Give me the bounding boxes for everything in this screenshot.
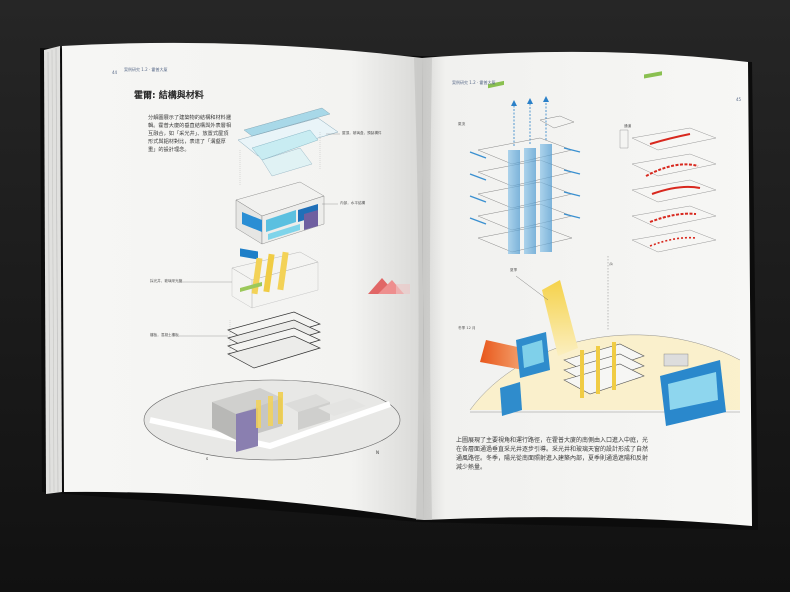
airflow-diagram bbox=[469, 80, 581, 254]
left-page-number: 44 bbox=[112, 70, 118, 75]
sun-path-diagram bbox=[469, 256, 741, 426]
watermark-logo bbox=[368, 278, 410, 294]
left-running-header: 案例研究 1.2 · 霍普大厦 bbox=[124, 67, 168, 72]
svg-text:s: s bbox=[206, 456, 208, 461]
left-page-body: 分解圖展示了建築物的結構和材料邏輯。霍普大廈的垂直結構與外表層相互融合，如「采光… bbox=[148, 115, 232, 153]
caption-summer: 夏季 bbox=[510, 268, 518, 272]
right-page-body: 上圖展現了主要視角和運行路徑，在霍普大廈的南側由入口進入中庭，光在各層面通過垂直… bbox=[456, 437, 649, 471]
svg-text:N: N bbox=[376, 450, 379, 455]
caption-light-wells: 採光井，玻璃采光管 bbox=[150, 279, 183, 283]
caption-interior: 內部，水平結構 bbox=[340, 201, 366, 205]
interior-structure-layer bbox=[235, 181, 325, 260]
caption-passage: 通道 bbox=[624, 124, 632, 128]
passage-diagram bbox=[619, 71, 717, 253]
caption-floor-slabs: 樓板，混凝土樓板 bbox=[150, 333, 179, 337]
right-running-header: 案例研究 1.2 · 霍普大厦 bbox=[452, 80, 496, 85]
light-wells-layer bbox=[231, 251, 319, 309]
svg-text:北: 北 bbox=[609, 262, 614, 266]
caption-winter: 冬季 12 月 bbox=[458, 326, 476, 330]
right-page-number: 45 bbox=[736, 97, 742, 102]
caption-airflow: 氣流 bbox=[458, 122, 466, 126]
roof-exploded-layer bbox=[237, 107, 339, 186]
caption-roof: 屋頂，玻璃盒，預製構件 bbox=[342, 131, 382, 135]
floor-slabs-layer bbox=[227, 311, 321, 369]
site-plan-ellipse: s N bbox=[143, 379, 401, 461]
left-page-heading: 霍爾: 結構與材料 bbox=[134, 91, 204, 101]
